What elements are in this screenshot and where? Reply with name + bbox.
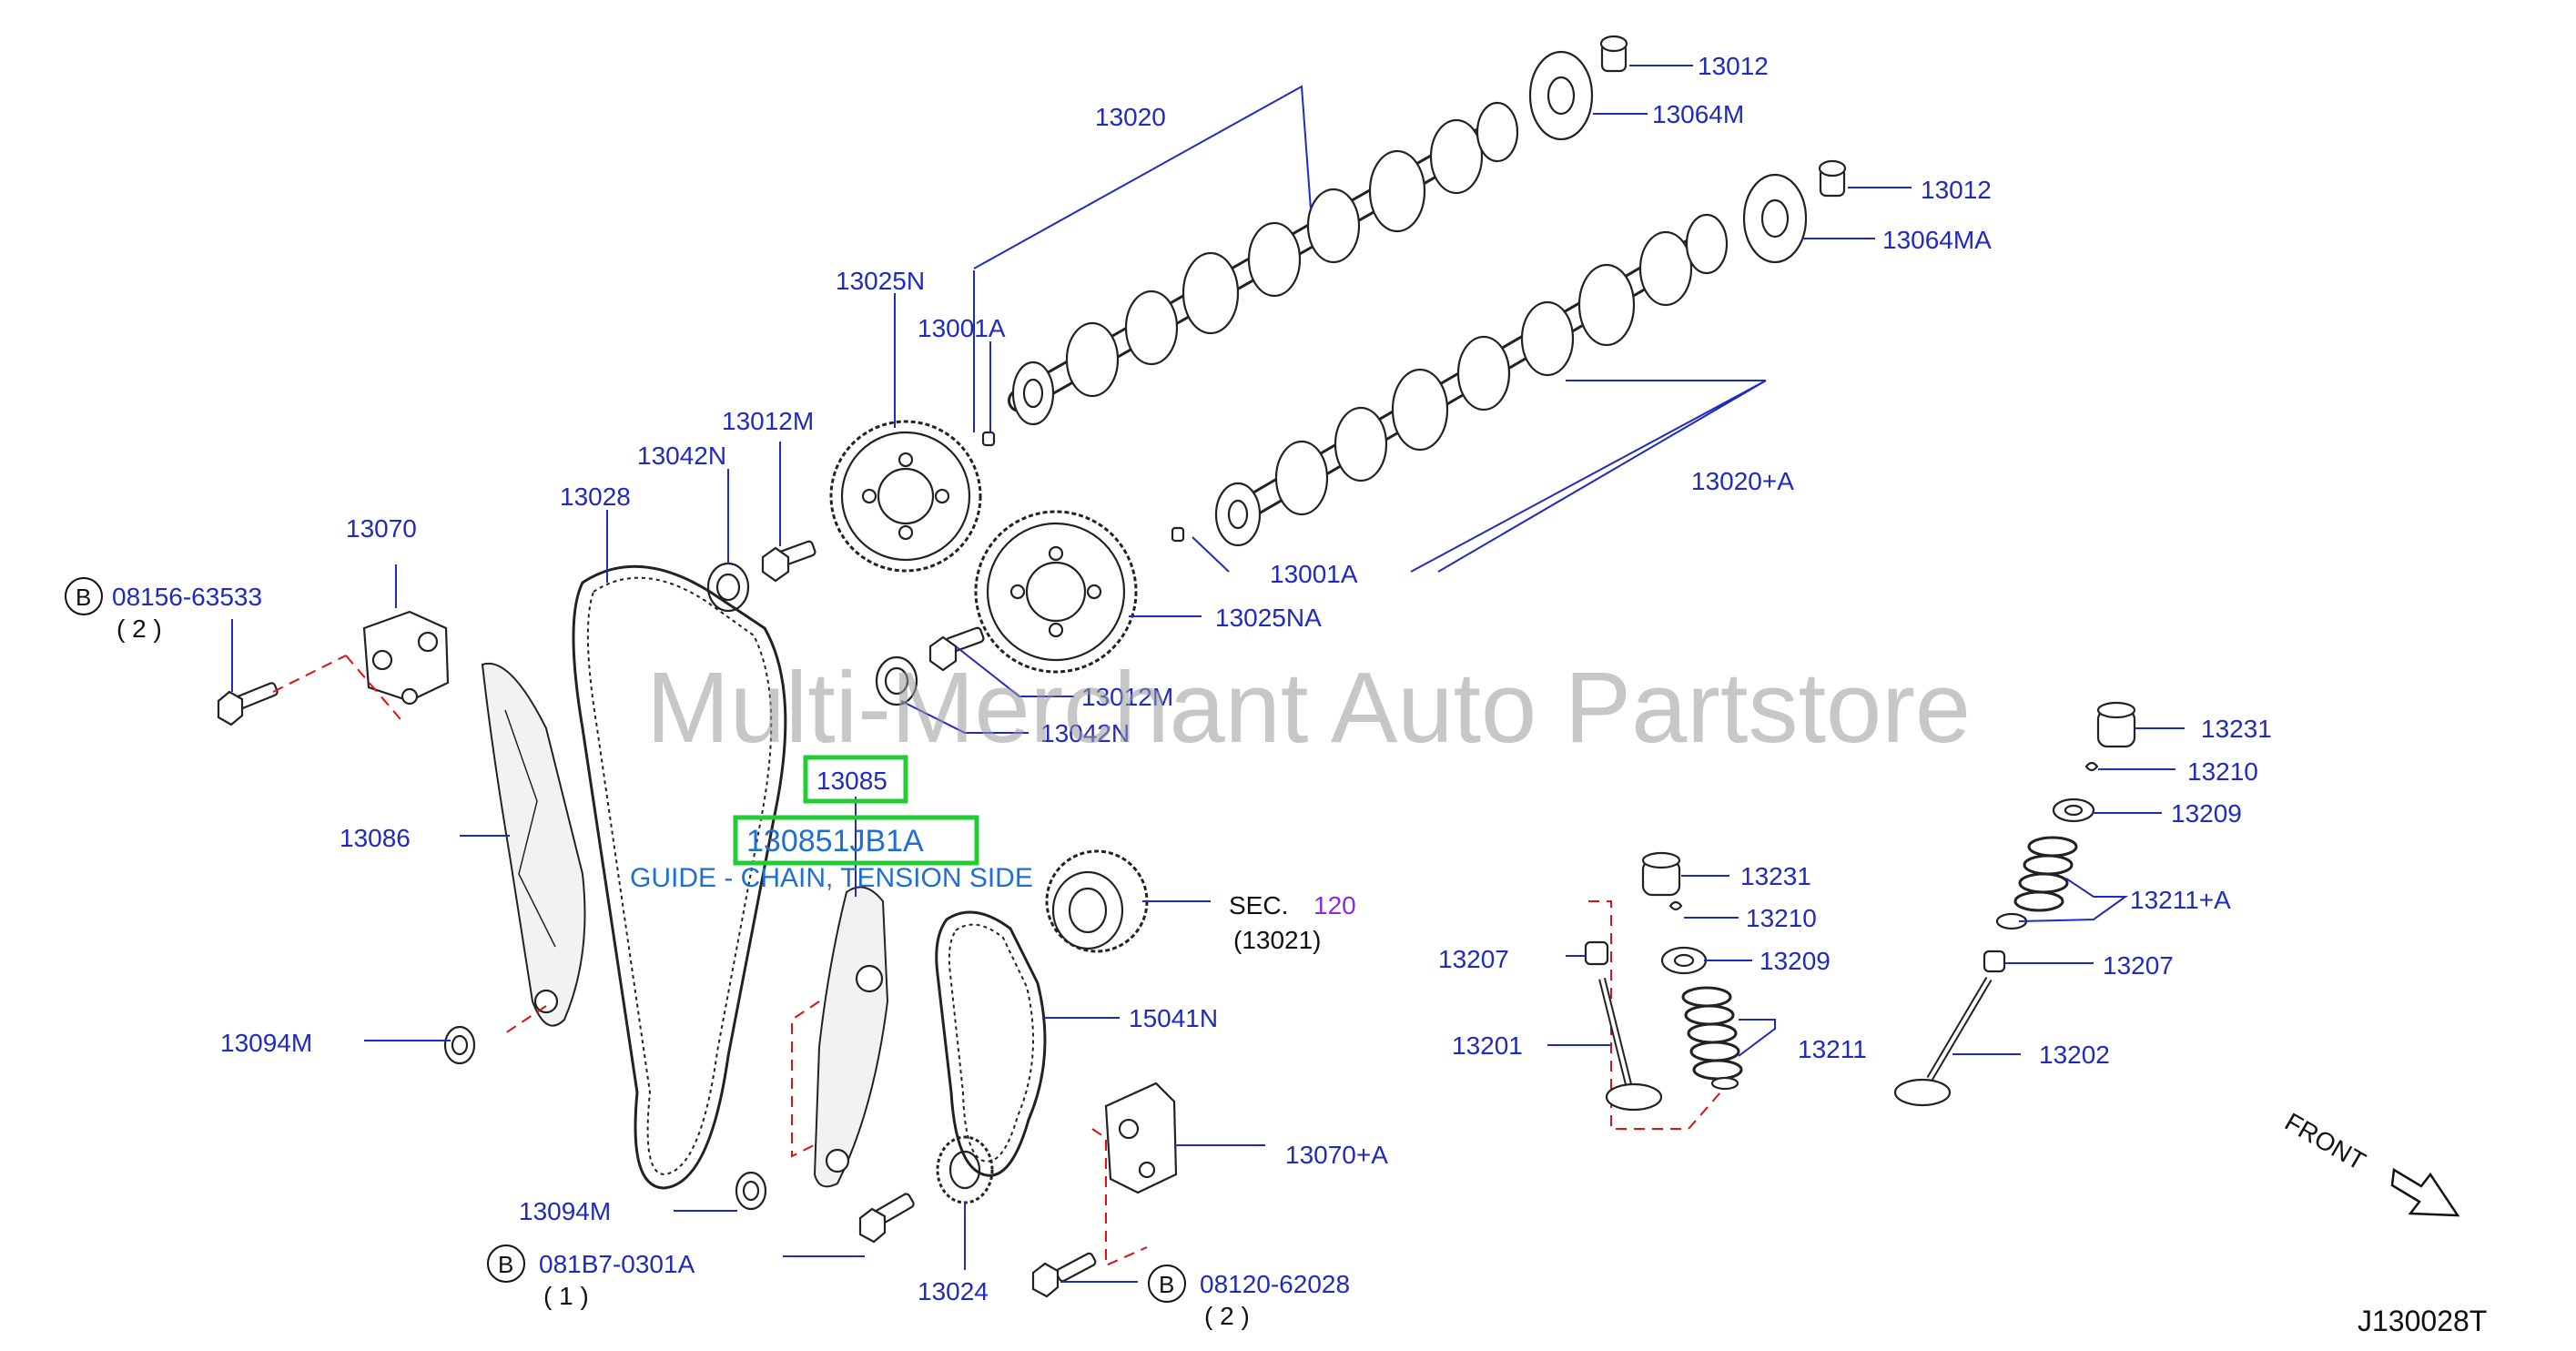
label-15041N[interactable]: 15041N bbox=[1129, 1004, 1218, 1032]
label-13094M-left[interactable]: 13094M bbox=[220, 1029, 312, 1057]
label-13210-left[interactable]: 13210 bbox=[1746, 904, 1817, 932]
label-13209-left[interactable]: 13209 bbox=[1760, 947, 1831, 975]
bolt-callout-2: B 081B7-0301A ( 1 ) bbox=[487, 1244, 695, 1310]
label-13025N[interactable]: 13025N bbox=[836, 267, 925, 295]
b-marker-1: B bbox=[76, 584, 91, 611]
b-marker-3: B bbox=[1159, 1271, 1174, 1298]
label-13086[interactable]: 13086 bbox=[340, 824, 411, 852]
label-13064MA[interactable]: 13064MA bbox=[1882, 226, 1992, 254]
label-bolt-08156-63533[interactable]: 08156-63533 bbox=[112, 583, 262, 611]
label-13042N-mid[interactable]: 13042N bbox=[1040, 719, 1130, 747]
label-sec-reference: (13021) bbox=[1233, 926, 1322, 954]
spacer-13094M-left bbox=[443, 1025, 476, 1065]
bolt-08120-62028 bbox=[1031, 1252, 1097, 1298]
label-bolt-08120-62028-qty: ( 2 ) bbox=[1204, 1302, 1250, 1330]
label-13231-right[interactable]: 13231 bbox=[2201, 715, 2272, 743]
label-13012-top[interactable]: 13012 bbox=[1698, 52, 1769, 80]
label-13202[interactable]: 13202 bbox=[2039, 1041, 2110, 1069]
guide-tension-side-13085 bbox=[813, 886, 889, 1188]
label-13231-left[interactable]: 13231 bbox=[1740, 862, 1811, 890]
bolt-081B7-0301A bbox=[858, 1193, 915, 1244]
label-13210-right[interactable]: 13210 bbox=[2187, 757, 2258, 786]
label-bolt-08120-62028[interactable]: 08120-62028 bbox=[1200, 1270, 1350, 1298]
label-13211A[interactable]: 13211+A bbox=[2130, 886, 2231, 914]
label-130851JB1A[interactable]: 130851JB1A bbox=[746, 824, 924, 858]
label-guide-description: GUIDE - CHAIN, TENSION SIDE bbox=[630, 863, 1033, 893]
diagram-code: J130028T bbox=[2358, 1305, 2487, 1337]
label-sec-number[interactable]: 120 bbox=[1313, 891, 1356, 919]
seal-13042N-mid bbox=[875, 655, 918, 706]
b-marker-2: B bbox=[498, 1251, 513, 1278]
spacer-13094M-bottom bbox=[735, 1171, 767, 1211]
label-13070[interactable]: 13070 bbox=[346, 514, 417, 543]
camshaft-upper bbox=[1008, 101, 1519, 426]
sprocket-13024 bbox=[936, 1135, 994, 1204]
label-13201[interactable]: 13201 bbox=[1452, 1031, 1523, 1060]
label-13094M-bottom[interactable]: 13094M bbox=[519, 1197, 611, 1225]
label-13207-left[interactable]: 13207 bbox=[1438, 945, 1509, 973]
label-13012-mid[interactable]: 13012 bbox=[1921, 176, 1992, 204]
valve-train-left bbox=[1584, 851, 1743, 1112]
chain-tensioner-13070 bbox=[362, 610, 450, 706]
cap-13012-top bbox=[1599, 35, 1628, 73]
label-front: FRONT bbox=[2280, 1107, 2370, 1175]
label-13001A-mid[interactable]: 13001A bbox=[1270, 560, 1358, 588]
timing-chain-13028 bbox=[572, 564, 787, 1190]
cap-13012-mid bbox=[1818, 159, 1847, 198]
watermark: Multi-Merchant Auto Partstore bbox=[646, 652, 1971, 764]
label-13001A-top[interactable]: 13001A bbox=[918, 314, 1006, 342]
front-indicator: FRONT bbox=[2280, 1107, 2460, 1217]
cam-sprocket-13025N bbox=[829, 420, 982, 573]
label-13020A[interactable]: 13020+A bbox=[1691, 467, 1794, 495]
label-bolt-081B7-0301A[interactable]: 081B7-0301A bbox=[539, 1250, 695, 1278]
bolt-08156-63533 bbox=[217, 682, 279, 726]
label-13211[interactable]: 13211 bbox=[1798, 1035, 1867, 1063]
bolt-callout-3: B 08120-62028 ( 2 ) bbox=[1148, 1265, 1350, 1330]
camshaft-lower bbox=[1214, 213, 1729, 547]
label-13012M-top[interactable]: 13012M bbox=[722, 407, 814, 435]
label-13042N-top[interactable]: 13042N bbox=[637, 442, 726, 470]
dowel-pin-upper bbox=[981, 431, 996, 447]
label-13024[interactable]: 13024 bbox=[918, 1277, 989, 1305]
label-bolt-081B7-0301A-qty: ( 1 ) bbox=[543, 1282, 589, 1310]
bolt-13012M-top bbox=[761, 540, 816, 583]
crank-sprocket-sec120 bbox=[1045, 849, 1149, 953]
assembly-lines-red bbox=[272, 655, 1721, 1267]
signal-plate-13064M bbox=[1528, 50, 1594, 141]
label-13028[interactable]: 13028 bbox=[560, 482, 631, 511]
guide-slack-side-13086 bbox=[481, 662, 586, 1027]
label-13207-right[interactable]: 13207 bbox=[2103, 951, 2174, 980]
label-13064M[interactable]: 13064M bbox=[1652, 100, 1744, 128]
label-13025NA[interactable]: 13025NA bbox=[1215, 604, 1322, 632]
highlight-13085 bbox=[803, 755, 908, 804]
label-bolt-08156-63533-qty: ( 2 ) bbox=[117, 615, 162, 643]
bolt-callout-1: B 08156-63533 ( 2 ) bbox=[65, 577, 262, 643]
leader-lines bbox=[231, 65, 2185, 1283]
front-arrow-icon bbox=[2390, 1167, 2460, 1217]
label-13209-right[interactable]: 13209 bbox=[2171, 799, 2242, 828]
cam-sprocket-13025NA bbox=[974, 510, 1138, 674]
bolt-13012M-mid bbox=[928, 626, 985, 672]
label-13085[interactable]: 13085 bbox=[816, 767, 887, 795]
label-13020[interactable]: 13020 bbox=[1095, 103, 1166, 131]
dowel-pin-lower bbox=[1171, 526, 1185, 543]
highlight-130851JB1A bbox=[733, 815, 979, 866]
chain-tensioner-13070A bbox=[1104, 1082, 1178, 1194]
label-sec: SEC. bbox=[1229, 891, 1288, 919]
oil-pump-chain-15041N bbox=[935, 910, 1047, 1177]
label-13070A[interactable]: 13070+A bbox=[1285, 1141, 1388, 1169]
signal-plate-13064MA bbox=[1742, 173, 1808, 264]
label-13012M-mid[interactable]: 13012M bbox=[1081, 683, 1173, 711]
